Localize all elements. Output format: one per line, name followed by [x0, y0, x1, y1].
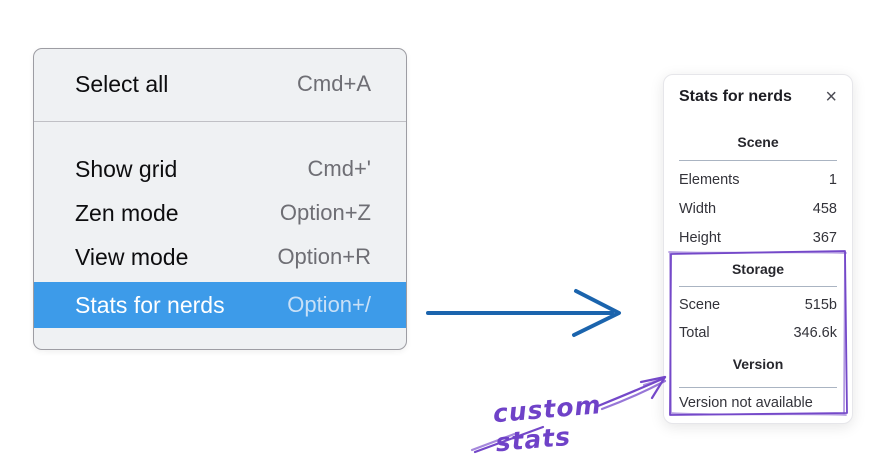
menu-divider	[34, 121, 406, 122]
stat-value: 515b	[804, 297, 837, 313]
stat-row: Elements 1	[679, 171, 837, 190]
context-menu: Select all Cmd+A Show grid Cmd+' Zen mod…	[33, 48, 407, 350]
stats-section-version: Version Version not available	[679, 355, 837, 413]
stats-panel-title: Stats for nerds	[679, 88, 792, 105]
menu-item-label: Zen mode	[75, 199, 179, 226]
custom-stats-annotation: custom stats	[491, 390, 603, 458]
menu-item-label: Stats for nerds	[75, 291, 225, 318]
menu-item-label: View mode	[75, 243, 189, 270]
section-heading: Scene	[679, 133, 837, 161]
menu-item-shortcut: Option+/	[287, 292, 371, 317]
stats-for-nerds-panel: Stats for nerds × Scene Elements 1 Width…	[663, 74, 853, 424]
stat-value: 1	[828, 172, 837, 188]
menu-item-select-all[interactable]: Select all Cmd+A	[34, 62, 406, 106]
menu-item-shortcut: Option+Z	[279, 200, 371, 225]
stat-row: Width 458	[679, 200, 837, 219]
version-note: Version not available	[679, 395, 813, 411]
menu-item-label: Show grid	[75, 155, 178, 182]
menu-item-stats-for-nerds[interactable]: Stats for nerds Option+/	[34, 282, 406, 328]
stat-value: 346.6k	[793, 325, 837, 341]
stats-section-scene: Scene Elements 1 Width 458 Height 367	[679, 133, 837, 248]
section-heading: Storage	[679, 260, 837, 287]
stat-label: Scene	[679, 297, 721, 313]
section-heading: Version	[679, 355, 837, 388]
stat-label: Width	[679, 201, 717, 217]
stat-row: Height 367	[679, 229, 837, 248]
stats-section-storage: Storage Scene 515b Total 346.6k	[679, 260, 837, 343]
close-icon[interactable]: ×	[825, 86, 837, 108]
stat-value: 367	[812, 230, 837, 246]
menu-item-label: Select all	[75, 70, 169, 97]
menu-item-shortcut: Cmd+'	[307, 156, 372, 181]
menu-item-view-mode[interactable]: View mode Option+R	[34, 235, 406, 279]
stat-value: 458	[812, 201, 837, 217]
blue-arrow	[426, 289, 621, 337]
stat-label: Total	[679, 325, 710, 341]
stat-row: Total 346.6k	[679, 324, 837, 343]
stat-label: Height	[679, 230, 721, 246]
stat-label: Elements	[679, 172, 740, 188]
menu-item-zen-mode[interactable]: Zen mode Option+Z	[34, 191, 406, 235]
stats-panel-header: Stats for nerds ×	[679, 87, 837, 107]
stat-row: Scene 515b	[679, 296, 837, 315]
menu-item-shortcut: Option+R	[277, 244, 371, 269]
menu-item-show-grid[interactable]: Show grid Cmd+'	[34, 147, 406, 191]
menu-item-shortcut: Cmd+A	[297, 71, 371, 96]
